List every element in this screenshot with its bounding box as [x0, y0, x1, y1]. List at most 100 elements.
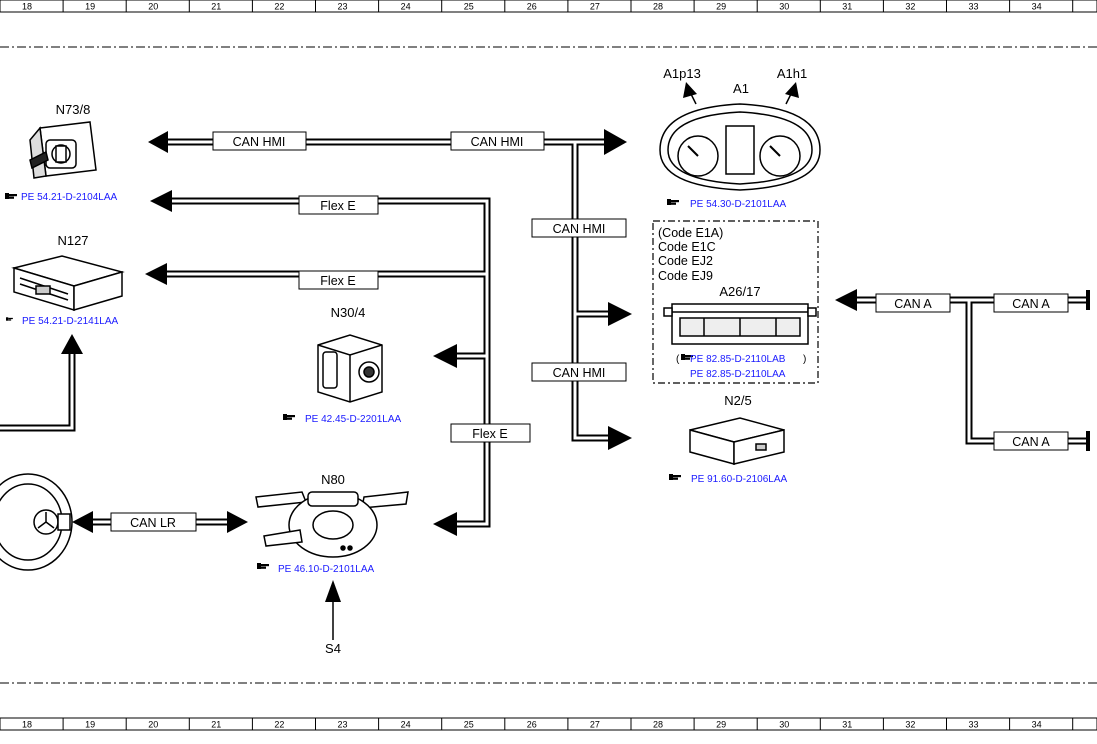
svg-text:CAN HMI: CAN HMI — [553, 222, 606, 236]
svg-text:CAN A: CAN A — [894, 297, 932, 311]
bus-label-can-hmi-1: CAN HMI — [212, 131, 307, 151]
a1p13-label: A1p13 — [663, 66, 701, 81]
ref-a1[interactable]: PE 54.30-D-2101LAA — [667, 199, 787, 210]
bottom-ruler — [0, 717, 1097, 731]
ruler-column-number: 26 — [527, 2, 537, 12]
ruler-column-number: 23 — [338, 2, 348, 12]
bus-label-can-hmi-4: CAN HMI — [531, 362, 627, 382]
ref-a26-17-laa[interactable]: PE 82.85-D-2110LAA — [690, 369, 786, 380]
ref-a26-17-lab[interactable]: ( PE 82.85-D-2110LAB ) — [676, 354, 806, 365]
svg-text:(: ( — [676, 354, 680, 365]
ruler-cells: 18 19 20 21 22 23 24 25 26 27 28 29 30 31 32 33 34 18 19 20… — [22, 0, 1074, 730]
ruler-column-number: 27 — [590, 720, 600, 730]
ruler-column-number: 24 — [401, 720, 411, 730]
ruler-column-number: 28 — [653, 720, 663, 730]
ruler-column-number: 24 — [401, 2, 411, 12]
ruler-column-number: 19 — [85, 2, 95, 12]
bus-label-flex-e-1: Flex E — [298, 195, 379, 215]
s4-label: S4 — [325, 641, 341, 656]
bus-label-can-hmi-3: CAN HMI — [531, 218, 627, 238]
ruler-column-number: 19 — [85, 720, 95, 730]
bus-label-can-lr: CAN LR — [110, 512, 197, 532]
ruler-column-number: 30 — [779, 2, 789, 12]
bus-label-can-hmi-2: CAN HMI — [450, 131, 545, 151]
ruler-column-number: 18 — [22, 2, 32, 12]
bus-label-flex-e-2: Flex E — [298, 270, 379, 290]
bus-arrows — [61, 129, 1090, 536]
svg-text:CAN HMI: CAN HMI — [553, 366, 606, 380]
a1h1-label: A1h1 — [777, 66, 807, 81]
ruler-column-number: 20 — [148, 2, 158, 12]
svg-text:PE 82.85-D-2110LAA: PE 82.85-D-2110LAA — [690, 369, 786, 380]
svg-text:Flex E: Flex E — [320, 274, 355, 288]
svg-text:CAN HMI: CAN HMI — [233, 135, 286, 149]
ruler-column-number: 31 — [842, 2, 852, 12]
ref-n73-8[interactable]: PE 54.21-D-2104LAA — [5, 192, 118, 203]
ruler-column-number: 25 — [464, 2, 474, 12]
n30-4-label: N30/4 — [331, 305, 366, 320]
svg-text:): ) — [803, 354, 806, 365]
ruler-column-number: 23 — [338, 720, 348, 730]
a1p13-arrow — [683, 82, 697, 105]
n127-component-image — [11, 255, 125, 312]
ruler-column-number: 21 — [211, 2, 221, 12]
s4-arrow — [325, 580, 341, 640]
code-e1c: Code E1C — [658, 240, 716, 254]
bus-label-can-a-1: CAN A — [875, 293, 951, 313]
a26-17-component-image — [663, 303, 817, 345]
n73-8-component-image — [29, 121, 97, 179]
svg-text:Flex E: Flex E — [320, 199, 355, 213]
n80-label: N80 — [321, 472, 345, 487]
ref-n127[interactable]: PE 54.21-D-2141LAA — [6, 316, 119, 327]
ref-n80[interactable]: PE 46.10-D-2101LAA — [257, 563, 375, 575]
svg-text:PE 82.85-D-2110LAB: PE 82.85-D-2110LAB — [690, 354, 786, 365]
svg-text:PE 54.21-D-2141LAA: PE 54.21-D-2141LAA — [22, 316, 119, 327]
svg-text:CAN LR: CAN LR — [130, 516, 176, 530]
n80-component-image — [255, 491, 409, 558]
ruler-column-number: 34 — [1032, 2, 1042, 12]
ruler-column-number: 27 — [590, 2, 600, 12]
ruler-column-number: 33 — [969, 2, 979, 12]
a1-label: A1 — [733, 81, 749, 96]
ref-n2-5[interactable]: PE 91.60-D-2106LAA — [669, 474, 788, 485]
ruler-column-number: 22 — [274, 720, 284, 730]
a26-17-label: A26/17 — [719, 284, 760, 299]
ruler-column-number: 26 — [527, 720, 537, 730]
ruler-column-number: 29 — [716, 720, 726, 730]
bus-label-can-a-2: CAN A — [993, 293, 1069, 313]
top-ruler — [0, 0, 1097, 13]
a1h1-arrow — [785, 82, 799, 105]
ruler-column-number: 32 — [905, 720, 915, 730]
a1-component-image — [659, 103, 821, 191]
ruler-column-number: 20 — [148, 720, 158, 730]
svg-text:CAN A: CAN A — [1012, 435, 1050, 449]
svg-text:CAN A: CAN A — [1012, 297, 1050, 311]
svg-text:PE 54.21-D-2104LAA: PE 54.21-D-2104LAA — [21, 192, 118, 203]
ruler-column-number: 29 — [716, 2, 726, 12]
ruler-column-number: 18 — [22, 720, 32, 730]
ruler-column-number: 21 — [211, 720, 221, 730]
ruler-column-number: 34 — [1032, 720, 1042, 730]
bus-label-flex-e-3: Flex E — [450, 423, 531, 443]
steering-wheel-image — [0, 473, 73, 571]
n73-8-label: N73/8 — [56, 102, 91, 117]
ruler-column-number: 32 — [905, 2, 915, 12]
svg-text:PE 54.30-D-2101LAA: PE 54.30-D-2101LAA — [690, 199, 787, 210]
code-ej9: Code EJ9 — [658, 269, 713, 283]
n2-5-component-image — [689, 417, 785, 465]
ruler-column-number: 31 — [842, 720, 852, 730]
n127-label: N127 — [57, 233, 88, 248]
n30-4-component-image — [317, 334, 383, 403]
svg-text:PE 91.60-D-2106LAA: PE 91.60-D-2106LAA — [691, 474, 788, 485]
ref-n30-4[interactable]: PE 42.45-D-2201LAA — [283, 414, 402, 425]
ruler-column-number: 22 — [274, 2, 284, 12]
ruler-column-number: 33 — [969, 720, 979, 730]
svg-text:PE 42.45-D-2201LAA: PE 42.45-D-2201LAA — [305, 414, 402, 425]
bus-label-can-a-3: CAN A — [993, 431, 1069, 451]
n2-5-label: N2/5 — [724, 393, 751, 408]
code-e1a: (Code E1A) — [658, 226, 723, 240]
a26-17-code-group — [652, 220, 819, 384]
svg-text:CAN HMI: CAN HMI — [471, 135, 524, 149]
ruler-column-number: 30 — [779, 720, 789, 730]
